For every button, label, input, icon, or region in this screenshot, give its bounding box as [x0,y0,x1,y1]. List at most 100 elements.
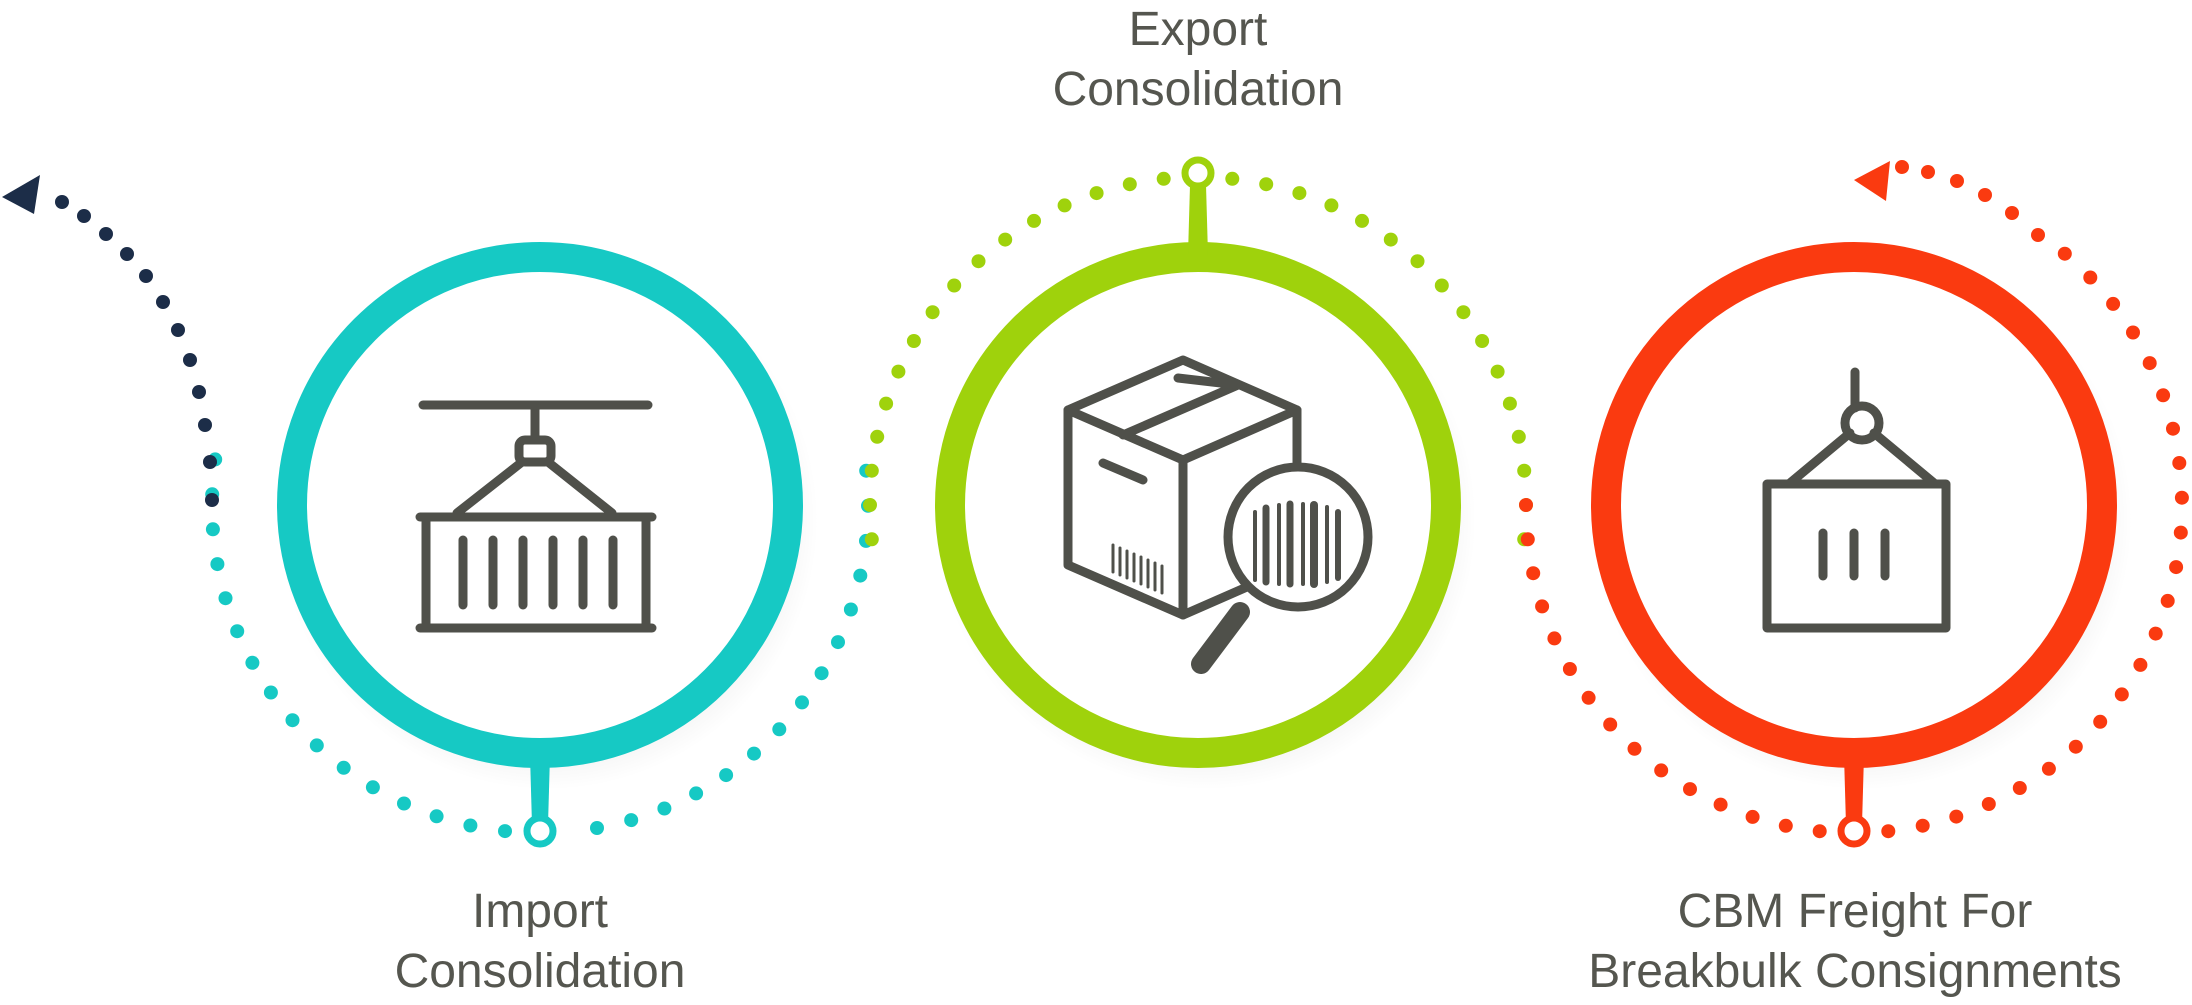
connector-dot [498,824,512,839]
connector-dot [1881,824,1896,839]
connector-dot [336,760,351,775]
export-label-line1: Export [1128,3,1268,56]
connector-dot [2160,593,2175,608]
connector-dot [2093,714,2108,729]
connector-dot [192,385,206,399]
connector-dot [2126,325,2140,340]
connector-dot [1978,188,1992,202]
cbm-label-line2: Breakbulk Consignments [1588,945,2122,998]
connector-dot [1156,171,1171,186]
connector-dot [205,522,220,537]
connector-dot [99,227,113,241]
crane-container-icon [415,400,657,633]
connector-dot [397,796,411,811]
connector-dot [1778,818,1793,833]
connector-dot [747,746,761,761]
connector-dot [1511,429,1526,444]
connector-dot [657,801,672,816]
connector-dot [1520,532,1535,547]
connector-dot [1915,818,1930,833]
connector-dot [2106,296,2121,311]
connector-dot [2166,421,2180,436]
connector-dot [1526,566,1541,581]
arrowhead-left-icon [2,175,40,214]
connector-dot [1627,741,1642,756]
connector-dot [2142,356,2157,371]
connector-dot [831,635,845,650]
connector-dot [198,418,212,432]
connector-dot [263,685,278,700]
box-barcode-magnifier-icon [1063,355,1373,674]
connector-dot [2068,739,2083,754]
connector-dot [2174,490,2189,505]
connector-dot [1259,177,1274,192]
connector-dot [55,195,69,209]
connector-dot [1895,160,1909,174]
step-export [935,156,1476,790]
import-label: Import Consolidation [180,882,900,1002]
connector-dot [843,602,858,617]
connector-dot [624,813,639,828]
connector-dot [1490,364,1505,379]
connector-dot [879,396,894,411]
connector-dot [1603,717,1618,732]
connector-dot [906,334,921,348]
connector-dot [853,568,868,583]
connector-dot [1122,177,1137,192]
connector-dot [863,498,877,512]
connector-dot [1324,198,1339,213]
connector-dot [1921,165,1935,179]
connector-dot [1535,599,1550,614]
connector-dot [205,493,219,507]
arrowhead-right-icon [1854,161,1890,201]
connector-dot [1949,809,1964,824]
connector-dot [463,818,478,833]
connector-dot [1089,186,1104,201]
connector-dot [2114,687,2129,702]
connector-dot [2133,657,2148,672]
connector-dot [1683,782,1697,797]
connector-dot [210,557,225,572]
connector-dot [891,364,906,379]
connector-dot [772,722,787,737]
connector-dot [1581,690,1596,705]
connector-dot [203,455,217,469]
connector-dot [309,738,324,753]
connector-dot [1950,174,1964,188]
connector-dot [1434,278,1449,293]
connector-dot [1225,171,1240,186]
connector-dot [156,295,170,309]
connector-dot [2012,781,2027,795]
connector-dot [1027,213,1041,228]
connector-dot [1502,396,1517,411]
connector-dot [77,209,91,223]
connector-dot [1562,662,1577,676]
import-label-line1: Import [471,885,609,938]
connector-dot [183,353,197,367]
connector-dot [1654,763,1669,778]
connector-dot [1355,213,1369,228]
connector-dot [870,429,885,444]
connector-dot [971,254,986,269]
cbm-label: CBM Freight For Breakbulk Consignments [1495,882,2192,1002]
connector-dot [2169,560,2184,575]
connector-dot [218,591,233,606]
connector-dot [590,821,604,835]
connector-dot [1812,824,1827,839]
connector-dot [1057,198,1072,213]
connector-dot [864,532,879,547]
connector-dot [1456,305,1471,320]
connector-dot [2031,228,2045,242]
connector-dot [814,666,829,681]
connector-dot [1383,232,1398,247]
cbm-label-line1: CBM Freight For [1677,885,2033,938]
connector-dot [285,713,300,728]
export-node [1181,156,1215,190]
connector-dot [1475,334,1490,348]
import-node [523,814,557,848]
import-label-line2: Consolidation [394,945,686,998]
connector-dot [998,232,1013,247]
connector-dot [947,278,962,293]
cbm-node [1837,814,1871,848]
